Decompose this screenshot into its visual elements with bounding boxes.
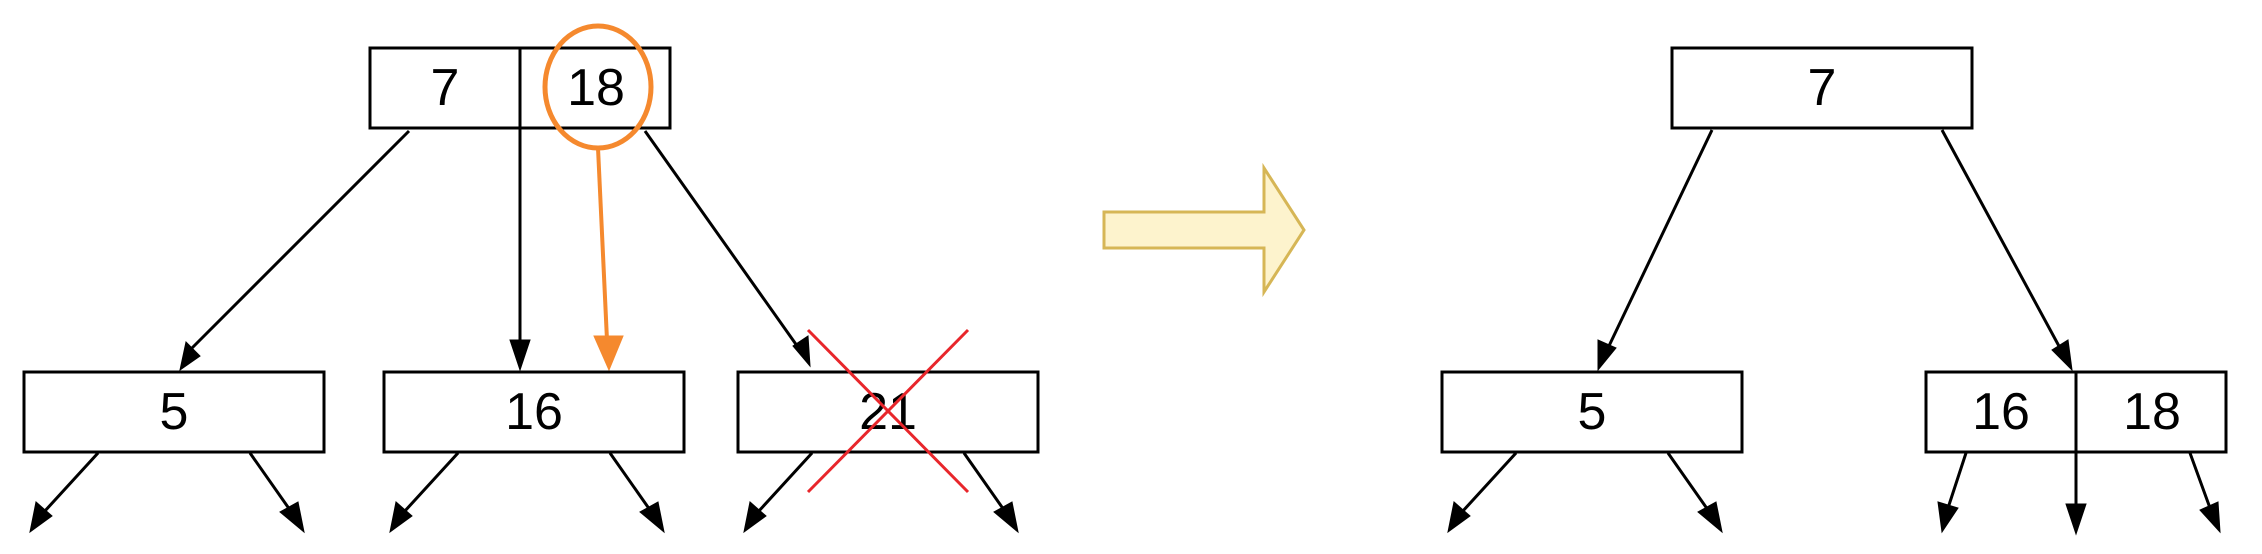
pointer-arrowhead (743, 501, 767, 534)
pointer-arrowhead (389, 501, 413, 534)
pointer-edge (42, 451, 100, 514)
pointer-arrowhead (2199, 501, 2221, 534)
after-tree: 7 5 16 18 (1440, 46, 2228, 536)
before-child-rect-5 (22, 370, 326, 454)
before-root-key-2: 18 (567, 59, 625, 117)
pointer-edge (402, 451, 460, 514)
move-key-arrow (596, 147, 609, 341)
arrowhead-root-to-5 (179, 340, 201, 372)
edge-root-to-5 (1606, 129, 1714, 349)
edge-root-to-21 (643, 130, 802, 351)
pointer-edge (756, 451, 814, 514)
after-root-node: 7 (1670, 46, 1974, 130)
before-child-node-5: 5 (22, 370, 326, 454)
after-root-key-1: 7 (1808, 59, 1837, 117)
pointer-arrowhead (2065, 503, 2087, 536)
delete-mark-stroke-2 (806, 328, 970, 494)
pointer-arrowhead (279, 501, 305, 534)
before-child-rect-16 (382, 370, 686, 454)
delete-mark (806, 328, 970, 494)
move-key-arrowhead (593, 335, 624, 372)
before-child-key-16: 16 (505, 383, 563, 441)
pointer-edge (1666, 452, 1710, 511)
pointer-arrowhead (1937, 501, 1959, 534)
arrowhead-root-to-5 (1597, 339, 1617, 372)
before-child-node-16: 16 (382, 370, 686, 454)
transition-arrow (1102, 162, 1306, 298)
pointer-arrowhead (993, 501, 1019, 534)
pointer-edge (962, 452, 1006, 511)
after-subtree-pointers (1447, 451, 2221, 536)
before-child-key-5: 5 (160, 383, 189, 441)
pointer-arrowhead (1697, 501, 1723, 534)
arrowhead-root-to-21 (792, 335, 811, 368)
after-child-rect-5 (1440, 370, 1744, 454)
pointer-arrowhead (1447, 501, 1471, 534)
pointer-edge (248, 452, 292, 511)
pointer-edge (1946, 452, 1968, 509)
pointer-edge (608, 452, 652, 511)
edge-root-to-5 (188, 129, 411, 352)
before-root-node: 7 18 (368, 46, 672, 130)
pointer-arrowhead (29, 501, 53, 534)
after-child-key-16: 16 (1972, 383, 2030, 441)
arrowhead-root-to-16-18 (2051, 339, 2073, 372)
pointer-edge (2188, 452, 2212, 509)
edge-root-to-16-18 (1940, 129, 2062, 349)
arrowhead-root-to-16 (509, 339, 531, 372)
after-child-key-18: 18 (2123, 383, 2181, 441)
after-root-rect (1670, 46, 1974, 130)
before-root-key-1: 7 (431, 59, 460, 117)
after-child-key-5: 5 (1578, 383, 1607, 441)
after-child-node-16-18: 16 18 (1924, 370, 2228, 454)
before-tree: 7 18 5 16 21 (22, 23, 1040, 534)
pointer-edge (1460, 451, 1518, 514)
before-subtree-pointers (29, 451, 1019, 534)
pointer-arrowhead (639, 501, 665, 534)
after-child-node-5: 5 (1440, 370, 1744, 454)
